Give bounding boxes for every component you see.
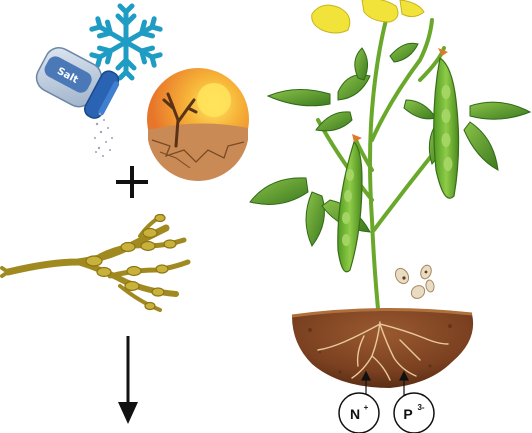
phosphate-ion-badge: P 3- bbox=[394, 393, 434, 433]
drought-sun-icon bbox=[147, 68, 249, 181]
plus-icon bbox=[116, 166, 148, 198]
snowflake-icon bbox=[91, 6, 161, 78]
nitrogen-ion-badge: N + bbox=[339, 393, 379, 433]
soil-roots-icon bbox=[292, 309, 473, 388]
salt-grains bbox=[94, 113, 113, 157]
nitrogen-charge: + bbox=[364, 403, 369, 412]
nitrogen-symbol: N bbox=[350, 406, 360, 422]
pea-plant-icon bbox=[250, 0, 530, 330]
seaweed-extract-icon bbox=[2, 215, 188, 311]
bean-seeds-icon bbox=[393, 264, 435, 301]
arrow-down-icon bbox=[118, 336, 138, 424]
phosphate-symbol: P bbox=[403, 406, 412, 422]
phosphate-charge: 3- bbox=[417, 403, 424, 412]
